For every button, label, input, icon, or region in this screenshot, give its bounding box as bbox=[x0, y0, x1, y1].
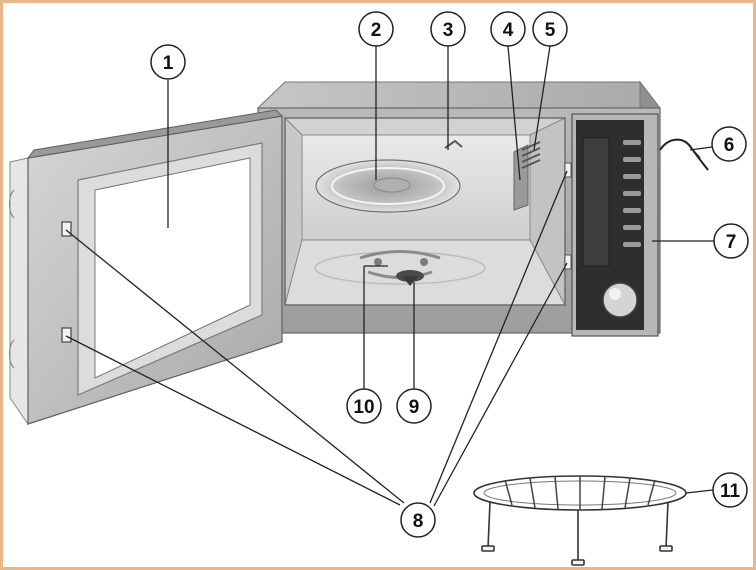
cavity-floor bbox=[284, 239, 566, 306]
oven-body bbox=[256, 80, 709, 337]
cavity-opening-edge bbox=[284, 117, 566, 306]
callout-7: 7 bbox=[713, 223, 749, 259]
interlock-slot-upper bbox=[564, 162, 572, 178]
door-top-rim bbox=[26, 109, 284, 159]
callout-11: 11 bbox=[712, 472, 748, 508]
callout-5: 5 bbox=[532, 11, 568, 47]
callout-6: 6 bbox=[711, 126, 747, 162]
callout-5-label: 5 bbox=[545, 20, 556, 41]
callout-9-label: 9 bbox=[409, 397, 420, 418]
callout-2: 2 bbox=[358, 11, 394, 47]
leader-line-11 bbox=[685, 489, 714, 494]
display-window bbox=[582, 137, 610, 267]
callout-8-label: 8 bbox=[413, 511, 424, 532]
oven-top-face bbox=[256, 81, 662, 109]
control-button bbox=[623, 208, 641, 213]
door-window bbox=[94, 157, 251, 379]
callout-4-label: 4 bbox=[503, 20, 514, 41]
callout-8: 8 bbox=[400, 502, 436, 538]
door-latch-lower bbox=[61, 327, 72, 343]
leader-line-5 bbox=[533, 45, 551, 151]
cavity-ceiling bbox=[283, 117, 566, 136]
rotating-coupler bbox=[396, 270, 424, 286]
leader-line-8d bbox=[433, 262, 568, 507]
callout-11-label: 11 bbox=[720, 481, 741, 502]
control-button bbox=[623, 157, 641, 162]
leader-line-6 bbox=[689, 146, 713, 151]
turntable-center bbox=[373, 177, 411, 193]
oven-cavity bbox=[283, 116, 572, 306]
glass-turntable bbox=[315, 159, 461, 213]
control-button bbox=[623, 242, 641, 247]
callout-1: 1 bbox=[150, 44, 186, 80]
door-hinge-edge bbox=[9, 157, 29, 426]
control-button bbox=[623, 174, 641, 179]
callout-10: 10 bbox=[346, 388, 382, 424]
callout-10-label: 10 bbox=[353, 397, 374, 418]
rack-legs bbox=[481, 501, 673, 566]
callout-1-label: 1 bbox=[163, 53, 174, 74]
control-button bbox=[623, 140, 641, 145]
callout-4: 4 bbox=[490, 11, 526, 47]
callout-2-label: 2 bbox=[371, 20, 382, 41]
callout-3-label: 3 bbox=[443, 20, 454, 41]
rack-bars bbox=[504, 476, 656, 510]
control-knob bbox=[602, 282, 638, 318]
door-hinge-tab-upper bbox=[8, 189, 15, 219]
leader-line-4 bbox=[507, 45, 521, 181]
callout-3: 3 bbox=[430, 11, 466, 47]
control-buttons bbox=[623, 140, 641, 247]
callout-9: 9 bbox=[396, 388, 432, 424]
callout-7-label: 7 bbox=[726, 232, 737, 253]
leader-lines bbox=[65, 45, 714, 507]
leader-line-8b bbox=[65, 335, 401, 506]
callout-6-label: 6 bbox=[724, 135, 735, 156]
control-button bbox=[623, 191, 641, 196]
control-knob-highlight bbox=[609, 288, 621, 300]
callouts: 1 2 3 4 5 6 7 8 bbox=[150, 11, 749, 538]
door-hinge-tab-lower bbox=[8, 339, 15, 369]
door-latch-upper bbox=[61, 221, 72, 237]
control-button bbox=[623, 225, 641, 230]
control-panel bbox=[571, 113, 659, 337]
oven-door bbox=[8, 109, 284, 426]
leader-line-8c bbox=[429, 170, 568, 504]
turntable-rim bbox=[331, 167, 445, 205]
grill-rack bbox=[473, 475, 687, 566]
leader-line-8a bbox=[65, 229, 405, 504]
interlock-slot-lower bbox=[564, 254, 572, 270]
vent-grille bbox=[521, 141, 541, 169]
